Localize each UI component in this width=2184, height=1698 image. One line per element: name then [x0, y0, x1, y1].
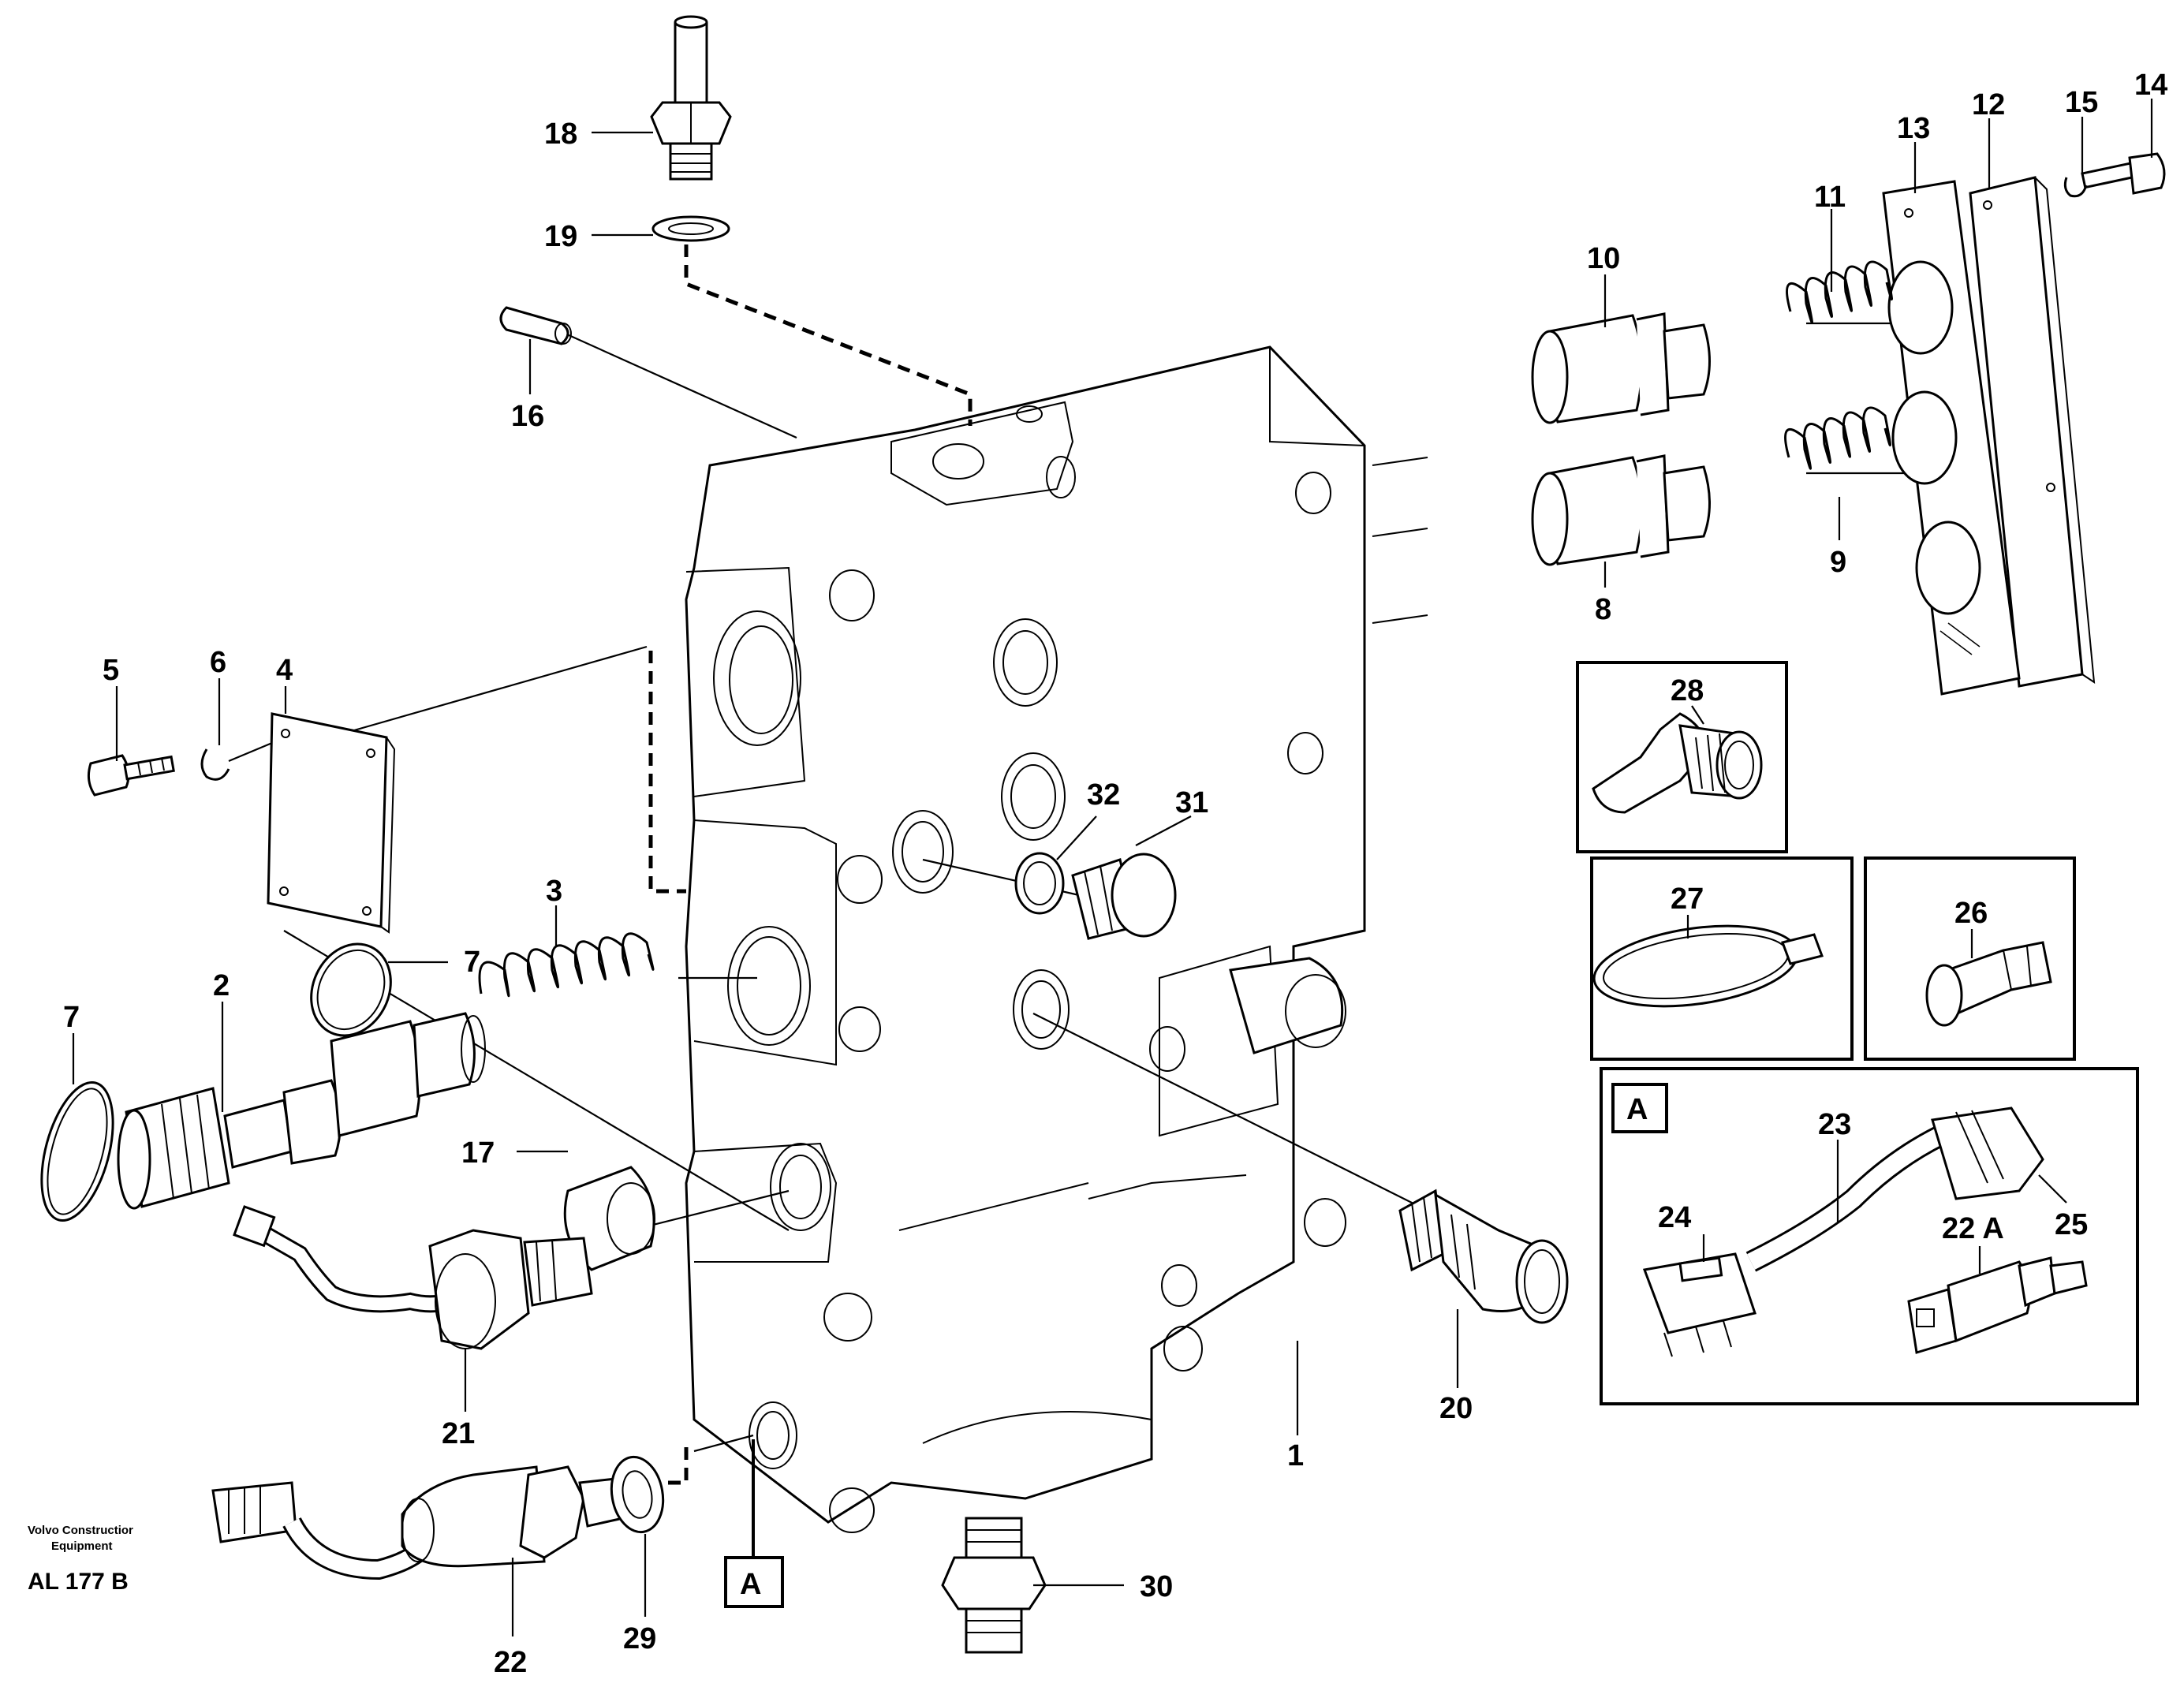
label-9: 9	[1830, 546, 1846, 579]
view-ref-detail-label: A	[1626, 1093, 1648, 1126]
plug-30	[941, 1517, 1047, 1654]
spool-2	[117, 1012, 486, 1210]
plate-13	[1882, 180, 2021, 696]
label-11: 11	[1814, 181, 1846, 214]
label-12: 12	[1972, 88, 2005, 121]
cable-tie-27	[1592, 924, 1824, 1008]
lock-washer-6	[200, 748, 230, 781]
detail-box-27	[1590, 856, 1854, 1061]
o-ring-7-lower	[40, 1080, 114, 1222]
sensor-22	[211, 1465, 625, 1580]
label-8: 8	[1595, 593, 1611, 626]
spring-11	[1786, 260, 1893, 324]
label-13: 13	[1897, 112, 1930, 145]
label-leaders	[72, 99, 2153, 1636]
piston-10	[1531, 312, 1711, 424]
label-20: 20	[1439, 1392, 1473, 1425]
plug-17	[563, 1166, 655, 1271]
valve-housing	[685, 345, 1428, 1533]
label-26: 26	[1954, 897, 1988, 930]
detail-box-A	[1600, 1067, 2139, 1405]
label-27: 27	[1671, 883, 1704, 916]
washer-19	[651, 215, 730, 242]
guide-line-22	[659, 1447, 689, 1485]
label-15: 15	[2065, 86, 2098, 119]
elbow-fitting-28	[1592, 712, 1763, 814]
label-3: 3	[546, 875, 562, 908]
screw-5	[87, 754, 175, 797]
pressure-switch-22A	[1907, 1256, 2088, 1354]
view-ref-box: A	[724, 1556, 784, 1608]
label-2: 2	[213, 969, 230, 1002]
pin-16	[499, 306, 572, 345]
spring-3	[478, 932, 655, 998]
company-line-2: Equipment	[51, 1539, 113, 1553]
label-14: 14	[2134, 69, 2167, 102]
guide-line-4	[648, 651, 686, 894]
label-31: 31	[1175, 786, 1208, 819]
seal-32	[1014, 852, 1065, 915]
label-22: 22	[494, 1646, 527, 1679]
label-30: 30	[1140, 1570, 1173, 1603]
view-ref-box-detail: A	[1611, 1083, 1668, 1133]
company-line-1: Volvo Constructior	[28, 1524, 133, 1537]
label-5: 5	[103, 654, 119, 687]
piston-8	[1531, 454, 1711, 566]
label-22A: 22 A	[1942, 1212, 2004, 1245]
detail-box-28	[1576, 661, 1788, 853]
guide-line-18	[684, 244, 973, 426]
label-25: 25	[2055, 1208, 2088, 1241]
label-6: 6	[210, 646, 226, 679]
label-10: 10	[1587, 242, 1620, 275]
valve-20	[1398, 1189, 1569, 1324]
screw-14	[2081, 152, 2166, 195]
view-ref-label: A	[740, 1568, 761, 1601]
washer-15	[2063, 177, 2088, 198]
label-7-upper: 7	[464, 946, 480, 979]
cover-plate-4	[267, 712, 396, 934]
label-19: 19	[544, 220, 577, 253]
label-28: 28	[1671, 674, 1704, 707]
washer-29	[610, 1455, 665, 1534]
plug-31	[1071, 853, 1177, 940]
o-ring-7-upper	[310, 942, 392, 1037]
label-16: 16	[511, 400, 544, 433]
label-17: 17	[461, 1136, 495, 1170]
part-labels: 18 19 16 4 5 6 3 7 7 2 17 21 22 29 30 20…	[63, 69, 2167, 1679]
plate-12	[1969, 176, 2096, 688]
harness-23	[1745, 1125, 1946, 1272]
label-32: 32	[1087, 778, 1120, 812]
fitting-18	[650, 15, 732, 181]
label-18: 18	[544, 118, 577, 151]
cap-26	[1925, 941, 2052, 1027]
label-29: 29	[623, 1622, 656, 1655]
footer: Volvo Constructior Equipment AL 177 B	[28, 1524, 133, 1595]
label-24: 24	[1658, 1201, 1691, 1234]
label-23: 23	[1818, 1108, 1851, 1141]
detail-box-26	[1864, 856, 2076, 1061]
label-1: 1	[1287, 1439, 1304, 1472]
label-4: 4	[276, 654, 293, 687]
drawing-code: AL 177 B	[28, 1569, 129, 1595]
label-7-lower: 7	[63, 1001, 80, 1034]
sensor-21	[233, 1205, 593, 1350]
spring-9	[1784, 406, 1891, 470]
connector-24	[1642, 1252, 1757, 1357]
connector-25	[1931, 1106, 2044, 1200]
label-21: 21	[442, 1417, 475, 1450]
